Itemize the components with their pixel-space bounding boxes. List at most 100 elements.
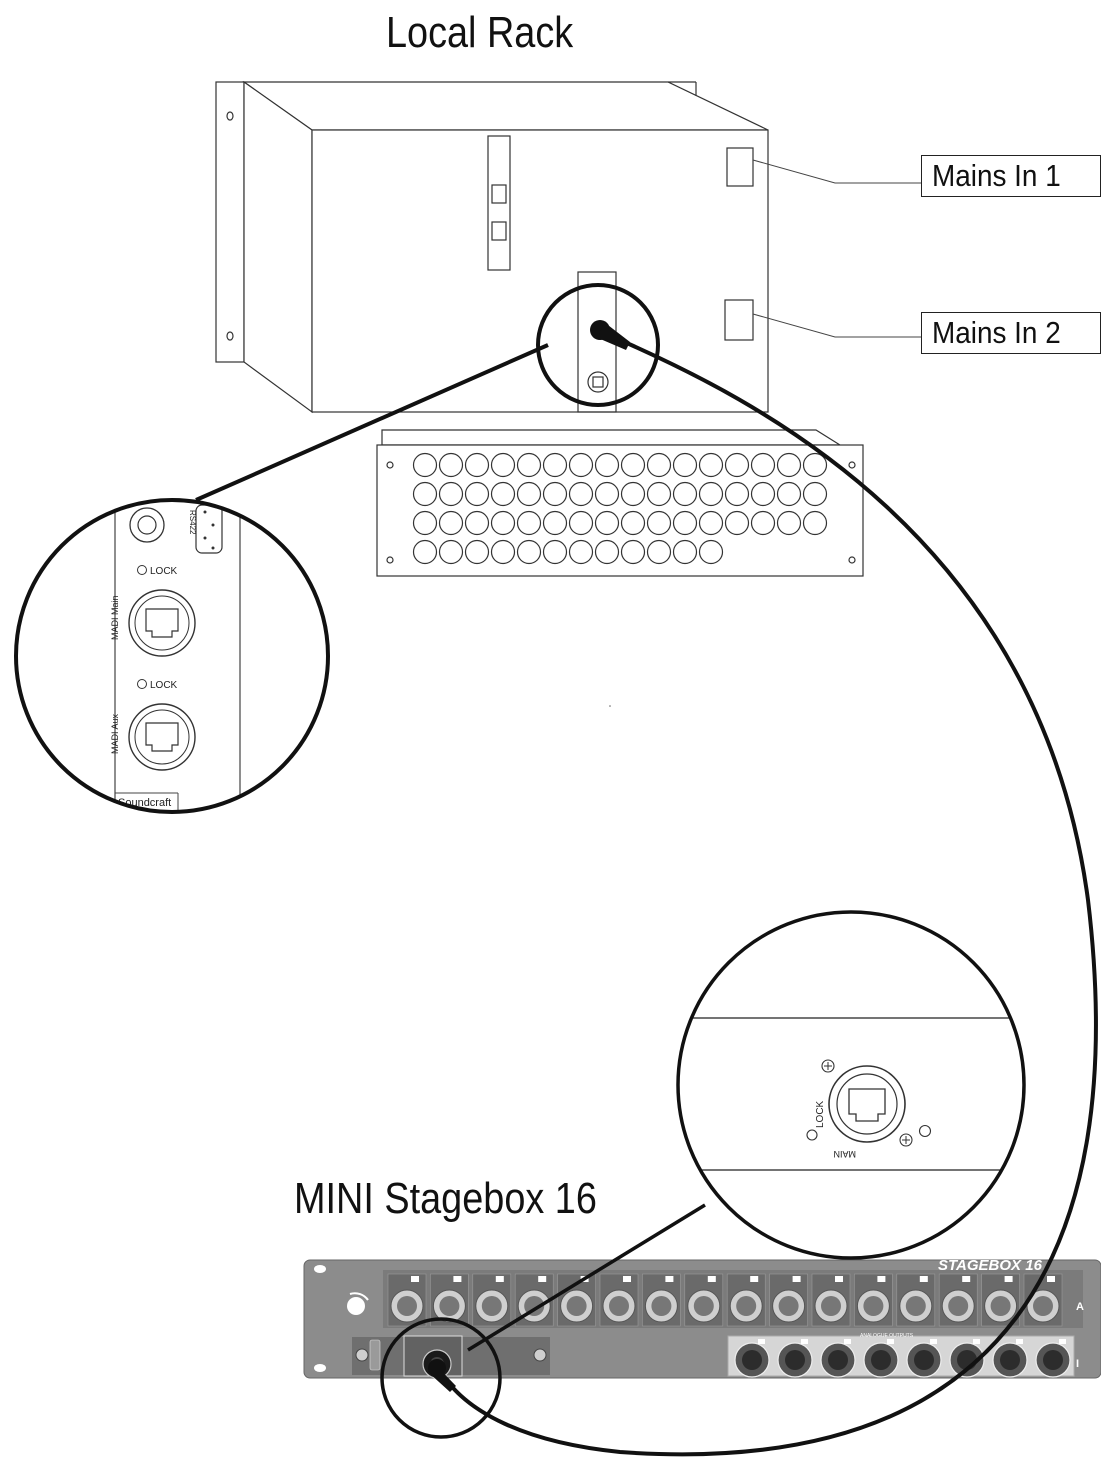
panel-socket bbox=[438, 510, 464, 536]
panel-socket bbox=[776, 481, 802, 507]
xlr-input-core bbox=[863, 1296, 884, 1316]
panel-socket bbox=[516, 510, 542, 536]
panel-socket bbox=[802, 481, 828, 507]
output-number-tag bbox=[887, 1339, 894, 1344]
madi-cable bbox=[428, 320, 1098, 1457]
panel-socket bbox=[516, 481, 542, 507]
xlr-input-core bbox=[905, 1296, 926, 1316]
stagebox-zoom-ring bbox=[676, 910, 1026, 1260]
stagebox-inputs bbox=[387, 1273, 1063, 1327]
stagebox-unit: A STAGEBOX 16 ANALOGUE OUTPUTS I bbox=[303, 1257, 1101, 1379]
mains-in-1-callout: Mains In 1 bbox=[921, 155, 1101, 197]
panel-socket bbox=[438, 452, 464, 478]
xlr-output-core bbox=[742, 1350, 762, 1370]
rack-zoom-source-ring bbox=[536, 283, 660, 407]
panel-socket bbox=[672, 481, 698, 507]
xlr-input-core bbox=[397, 1296, 417, 1316]
xlr-input-core bbox=[566, 1296, 587, 1316]
panel-socket bbox=[490, 539, 516, 565]
panel-socket bbox=[594, 539, 620, 565]
xlr-input-core bbox=[736, 1296, 757, 1316]
mains-in-2-label: Mains In 2 bbox=[932, 315, 1061, 350]
panel-socket bbox=[620, 510, 646, 536]
panel-socket bbox=[542, 510, 568, 536]
stagebox-outputs bbox=[734, 1339, 1071, 1378]
panel-socket bbox=[646, 510, 672, 536]
stagebox-main-label: MAIN bbox=[834, 1149, 857, 1159]
panel-socket bbox=[490, 452, 516, 478]
xlr-input-core bbox=[1033, 1296, 1053, 1316]
panel-socket bbox=[750, 452, 776, 478]
input-number-tag bbox=[1047, 1276, 1055, 1282]
rack-top-face bbox=[242, 81, 769, 131]
panel-socket bbox=[438, 539, 464, 565]
panel-socket bbox=[698, 481, 724, 507]
local-rack-unit bbox=[215, 80, 769, 414]
panel-socket bbox=[412, 452, 438, 478]
row-b-label: I bbox=[1076, 1358, 1079, 1370]
xlr-input-core bbox=[439, 1296, 460, 1316]
output-number-tag bbox=[844, 1339, 851, 1344]
xlr-output-core bbox=[785, 1350, 805, 1370]
xlr-input-core bbox=[821, 1296, 841, 1316]
panel-socket bbox=[802, 510, 828, 536]
input-number-tag bbox=[877, 1276, 886, 1282]
panel-socket bbox=[724, 510, 750, 536]
panel-socket bbox=[750, 510, 776, 536]
panel-socket bbox=[698, 510, 724, 536]
input-number-tag bbox=[538, 1276, 547, 1282]
panel-socket bbox=[646, 539, 672, 565]
rack-zoom-leader bbox=[195, 343, 549, 502]
panel-socket bbox=[594, 481, 620, 507]
panel-socket bbox=[802, 452, 828, 478]
output-number-tag bbox=[801, 1339, 808, 1344]
stagebox-lock-label: LOCK bbox=[815, 1100, 826, 1128]
input-number-tag bbox=[1004, 1276, 1013, 1282]
panel-socket bbox=[620, 539, 646, 565]
output-number-tag bbox=[1059, 1339, 1066, 1344]
madi-main-label: MADI Main bbox=[110, 595, 120, 640]
panel-socket bbox=[620, 452, 646, 478]
stagebox-logo-icon bbox=[347, 1297, 365, 1315]
mains-leader-lines bbox=[752, 159, 921, 338]
rack-zoom-content: RS422 LOCK MADI Main LOCK MADI Aux bbox=[16, 500, 328, 812]
panel-socket bbox=[776, 510, 802, 536]
panel-socket bbox=[594, 452, 620, 478]
xlr-output-core bbox=[871, 1350, 891, 1370]
panel-socket bbox=[568, 510, 594, 536]
panel-socket bbox=[542, 481, 568, 507]
xlr-input-core bbox=[778, 1296, 799, 1316]
panel-socket bbox=[464, 481, 490, 507]
rs422-label: RS422 bbox=[188, 510, 197, 535]
mains-in-2-socket bbox=[724, 299, 754, 341]
panel-socket bbox=[516, 539, 542, 565]
madi-aux-label: MADI Aux bbox=[110, 713, 120, 754]
panel-socket bbox=[776, 452, 802, 478]
mains-in-1-socket bbox=[726, 147, 754, 187]
panel-socket bbox=[542, 539, 568, 565]
panel-socket bbox=[724, 481, 750, 507]
input-number-tag bbox=[962, 1276, 971, 1282]
xlr-input-core bbox=[948, 1296, 969, 1316]
output-number-tag bbox=[930, 1339, 937, 1344]
xlr-input-core bbox=[481, 1296, 502, 1316]
xlr-output-core bbox=[1043, 1350, 1063, 1370]
panel-socket bbox=[646, 452, 672, 478]
panel-socket bbox=[724, 452, 750, 478]
xlr-output-core bbox=[828, 1350, 848, 1370]
stagebox-zoom-source-ring bbox=[380, 1317, 502, 1439]
output-number-tag bbox=[758, 1339, 765, 1344]
panel-socket bbox=[542, 452, 568, 478]
panel-socket bbox=[750, 481, 776, 507]
stagebox-zoom-leader bbox=[467, 1203, 706, 1352]
outputs-label: ANALOGUE OUTPUTS bbox=[860, 1333, 914, 1339]
stagebox-zoom-content: LOCK MAIN bbox=[678, 912, 1024, 1258]
panel-socket bbox=[646, 481, 672, 507]
stagebox-title: MINI Stagebox 16 bbox=[294, 1174, 597, 1223]
panel-socket bbox=[412, 510, 438, 536]
row-a-label: A bbox=[1076, 1301, 1084, 1313]
panel-socket bbox=[568, 539, 594, 565]
xlr-output-core bbox=[914, 1350, 934, 1370]
